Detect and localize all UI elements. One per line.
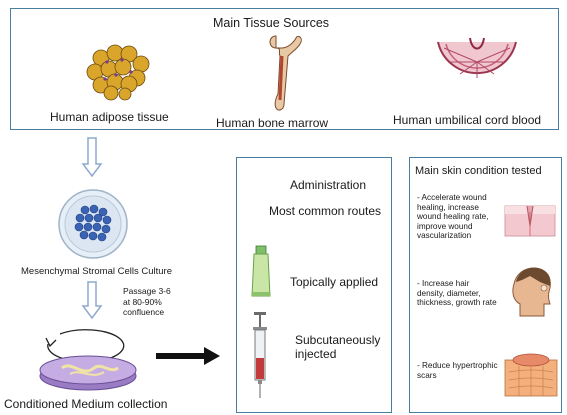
skin-item-3-line-1: - Reduce hypertrophic	[417, 361, 498, 370]
skin-item-1-line-3: wound healing rate,	[417, 212, 489, 222]
syringe-icon	[253, 312, 267, 398]
topically-applied-label: Topically applied	[290, 275, 379, 289]
skin-item-2-line-3: thickness, growth rate	[417, 298, 497, 308]
ointment-tube-icon	[251, 245, 271, 297]
skin-item-2-line-1: - Increase hair	[417, 279, 470, 288]
skin-item-3-line-2: scars	[417, 370, 437, 380]
administration-title: Administration	[290, 178, 367, 192]
skin-item-2-line-2: density, diameter,	[417, 288, 481, 298]
passage-text: Passage 3-6 at 80-90% confluence	[123, 286, 171, 318]
conditioned-medium-label: Conditioned Medium collection	[4, 397, 168, 411]
down-arrow-1	[81, 137, 103, 178]
subcutaneous-line-2: injected	[295, 347, 337, 361]
down-arrow-2	[81, 281, 103, 320]
subcutaneous-text: Subcutaneously injected	[295, 333, 380, 361]
cell-culture-dish-image	[58, 189, 128, 259]
skin-item-3: - Reduce hypertrophic scars	[417, 361, 498, 380]
tissue-sources-title: Main Tissue Sources	[213, 16, 330, 30]
wound-skin-image	[504, 205, 556, 237]
adipose-tissue-image	[86, 44, 150, 101]
adipose-label: Human adipose tissue	[50, 110, 169, 124]
common-routes-subtitle: Most common routes	[269, 204, 382, 218]
bone-marrow-label: Human bone marrow	[216, 116, 329, 130]
umbilical-cord-label: Human umbilical cord blood	[393, 113, 542, 127]
head-profile-image	[512, 267, 551, 317]
skin-item-1-line-5: vascularization	[417, 231, 472, 241]
skin-item-1-line-4: improve wound	[417, 221, 473, 231]
passage-line-1: Passage 3-6	[123, 286, 171, 296]
msc-culture-label: Mesenchymal Stromal Cells Culture	[21, 266, 172, 277]
skin-condition-title: Main skin condition tested	[415, 165, 542, 177]
passage-line-2: at 80-90%	[123, 296, 162, 307]
conditioned-medium-dish-image	[39, 329, 137, 391]
skin-item-1-line-1: - Accelerate wound	[417, 193, 487, 202]
skin-item-1: - Accelerate wound healing, increase wou…	[417, 193, 488, 241]
scar-skin-image	[504, 353, 558, 397]
passage-line-3: confluence	[123, 307, 165, 317]
skin-item-2: - Increase hair density, diameter, thick…	[417, 279, 497, 308]
subcutaneous-line-1: Subcutaneously	[295, 333, 381, 347]
umbilical-cord-image	[437, 37, 517, 78]
bone-marrow-image	[269, 35, 302, 111]
skin-item-1-line-2: healing, increase	[417, 202, 479, 212]
right-arrow	[156, 347, 220, 365]
